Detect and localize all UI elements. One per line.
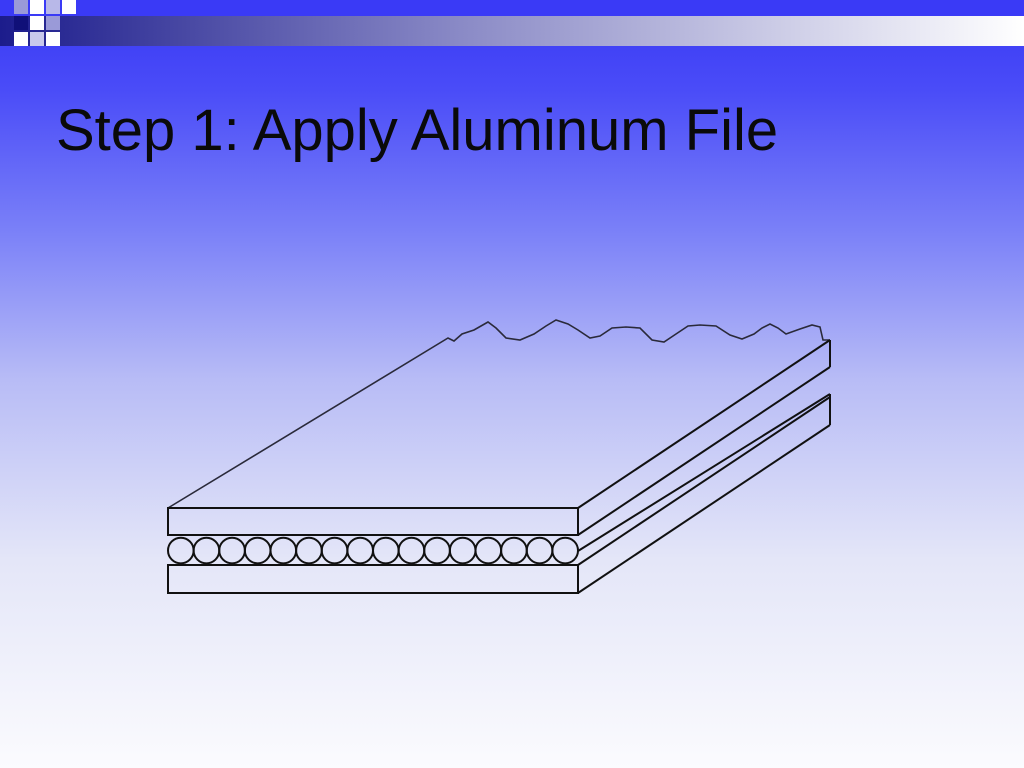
bead-circle bbox=[295, 536, 323, 565]
bead-circle bbox=[551, 536, 579, 565]
top-board bbox=[167, 339, 831, 536]
corner-checker-icon bbox=[14, 0, 76, 46]
slide-title: Step 1: Apply Aluminum File bbox=[56, 98, 779, 163]
bead-circle bbox=[448, 536, 477, 565]
bead-circle bbox=[320, 536, 349, 565]
bead-circle bbox=[372, 536, 400, 565]
bead-circle bbox=[525, 536, 554, 565]
bead-circle bbox=[500, 536, 528, 565]
bead-circle bbox=[243, 536, 272, 565]
bead-circle bbox=[192, 536, 221, 565]
aluminum-foil-sheet bbox=[167, 319, 830, 509]
bead-circle bbox=[167, 536, 195, 565]
bottom-board bbox=[167, 394, 831, 594]
bead-circle bbox=[269, 536, 298, 565]
bead-circles bbox=[167, 536, 579, 565]
bead-circle bbox=[474, 536, 503, 565]
bead-circle bbox=[346, 536, 374, 565]
bead-circle bbox=[218, 536, 246, 565]
header-bar bbox=[0, 0, 1024, 46]
bead-circle bbox=[423, 536, 451, 565]
bead-circle bbox=[397, 536, 426, 565]
bead-row bbox=[577, 393, 831, 566]
